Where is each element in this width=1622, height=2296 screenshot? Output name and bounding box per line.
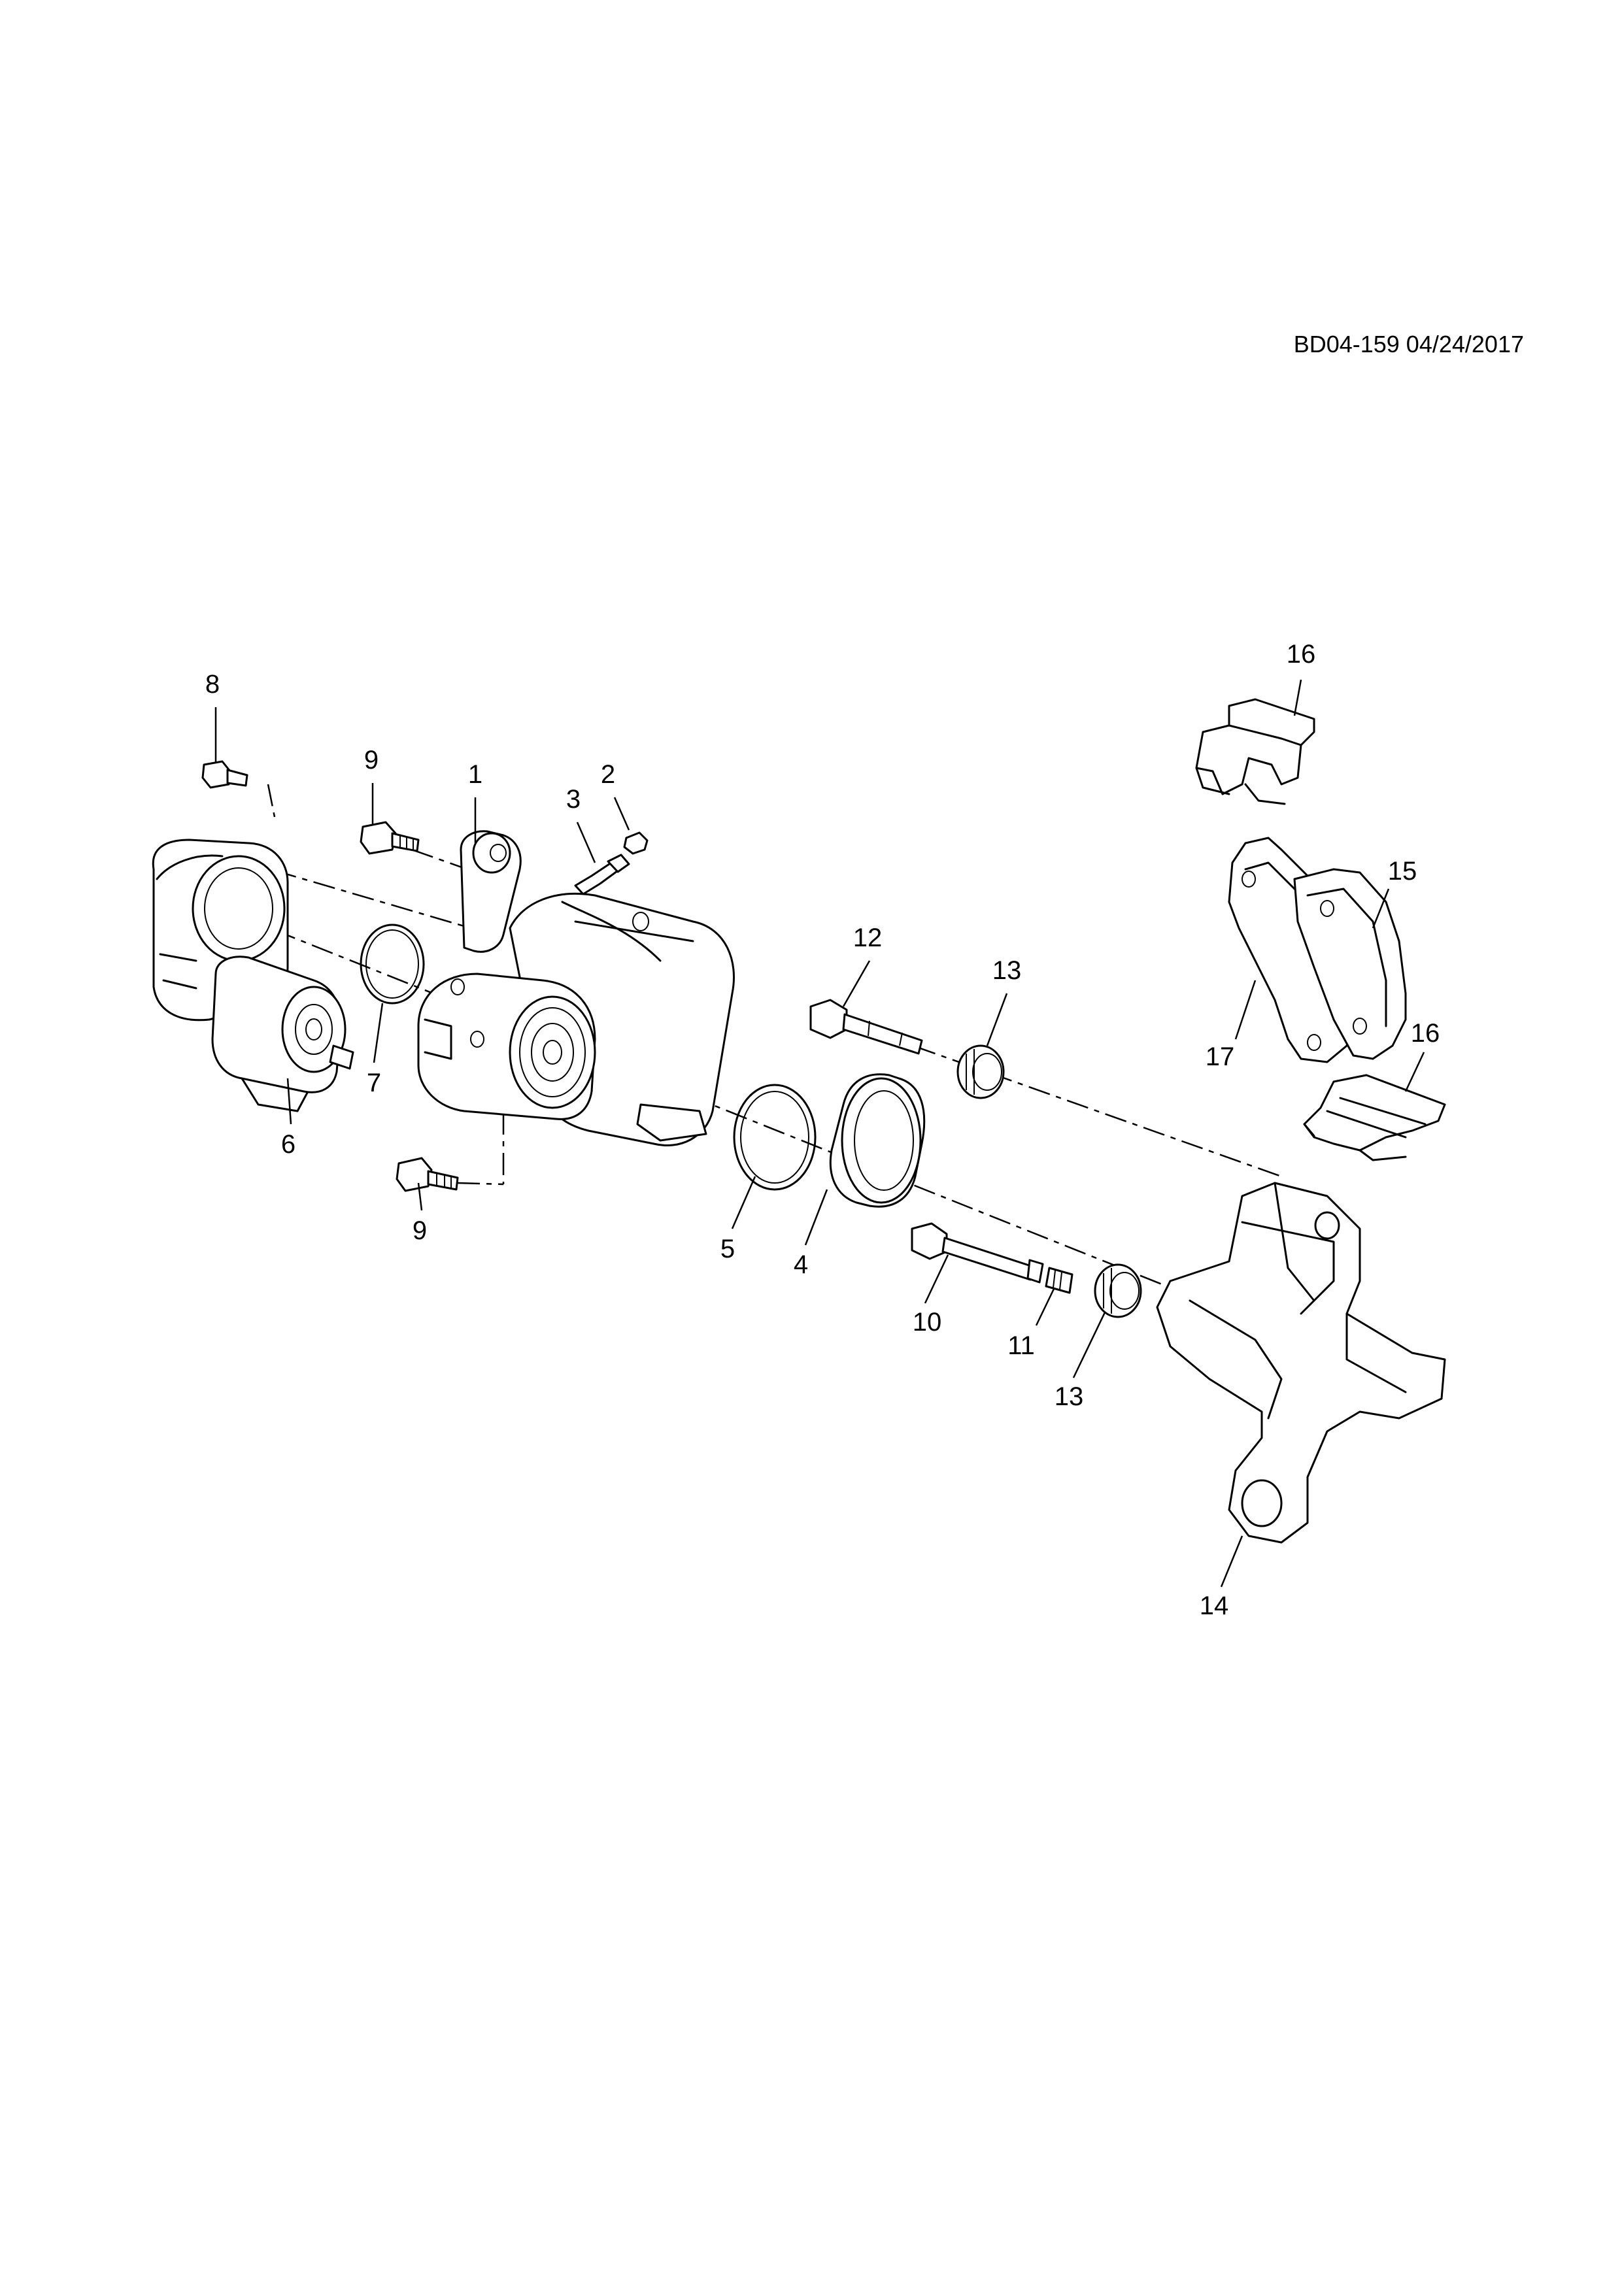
callout-labels: 8 9 1 3 2 12 13 16 15 17 16 6 7 9 5 4 10… bbox=[205, 640, 1440, 1620]
leader-16-upper bbox=[1293, 679, 1302, 716]
leader-15 bbox=[1372, 888, 1390, 929]
callout-13-lower: 13 bbox=[1055, 1382, 1084, 1411]
leader-3 bbox=[576, 822, 596, 863]
callout-14: 14 bbox=[1200, 1591, 1229, 1620]
callout-11: 11 bbox=[1007, 1331, 1035, 1360]
piston-seal bbox=[733, 1084, 817, 1191]
guide-pin-upper bbox=[809, 999, 923, 1055]
callout-12: 12 bbox=[853, 923, 883, 952]
guide-pin-boot-upper bbox=[956, 1044, 1005, 1099]
leader-17 bbox=[1234, 980, 1257, 1040]
callout-16-lower: 16 bbox=[1411, 1019, 1440, 1048]
leader-6 bbox=[286, 1078, 292, 1125]
callout-10: 10 bbox=[913, 1308, 942, 1337]
callout-2: 2 bbox=[601, 760, 615, 789]
callout-4: 4 bbox=[794, 1250, 808, 1279]
callout-1: 1 bbox=[468, 760, 482, 789]
callout-8: 8 bbox=[205, 670, 220, 699]
leader-13-lower bbox=[1072, 1312, 1106, 1378]
callout-leader-lines bbox=[214, 679, 1425, 1588]
guide-pin-lower bbox=[911, 1222, 1044, 1284]
guide-pin-bushing bbox=[1045, 1267, 1073, 1294]
callout-13-upper: 13 bbox=[992, 956, 1022, 985]
piston bbox=[829, 1073, 926, 1208]
caliper-housing bbox=[417, 830, 735, 1147]
leader-2 bbox=[613, 797, 630, 831]
callout-7: 7 bbox=[367, 1069, 381, 1097]
axis-line-bolt-9-upper bbox=[411, 848, 498, 881]
bleeder-valve bbox=[574, 854, 630, 895]
callout-16-upper: 16 bbox=[1287, 640, 1316, 669]
callout-9-lower: 9 bbox=[413, 1216, 427, 1245]
callout-15: 15 bbox=[1388, 857, 1417, 886]
diagram-reference-code: BD04-159 04/24/2017 bbox=[1293, 331, 1524, 358]
actuator-o-ring bbox=[360, 923, 425, 1005]
leader-14 bbox=[1220, 1535, 1243, 1588]
caliper-bracket bbox=[1156, 1182, 1446, 1544]
guide-pin-boot-lower bbox=[1094, 1263, 1142, 1318]
callout-17: 17 bbox=[1206, 1042, 1235, 1071]
pad-clip-upper bbox=[1195, 698, 1315, 805]
pad-clip-lower bbox=[1303, 1074, 1446, 1161]
callout-9-upper: 9 bbox=[364, 746, 379, 774]
parking-brake-actuator-motor bbox=[152, 839, 354, 1112]
actuator-bolt bbox=[201, 760, 248, 789]
leader-12 bbox=[842, 960, 871, 1007]
leader-13-upper bbox=[986, 993, 1008, 1046]
axis-line-pin-upper bbox=[875, 1031, 1282, 1178]
axis-line-actuator bbox=[274, 869, 471, 929]
axis-line-bolt-8 bbox=[267, 784, 276, 818]
axis-line-main bbox=[236, 914, 1236, 1315]
caliper-bolt-lower bbox=[396, 1157, 459, 1192]
leader-16-lower bbox=[1404, 1052, 1425, 1092]
leader-5 bbox=[731, 1176, 756, 1229]
leader-11 bbox=[1035, 1288, 1055, 1326]
bleeder-cap bbox=[623, 831, 649, 855]
leader-10 bbox=[924, 1254, 949, 1304]
callout-6: 6 bbox=[281, 1130, 296, 1159]
callout-5: 5 bbox=[720, 1235, 735, 1263]
callout-3: 3 bbox=[566, 785, 581, 814]
leader-7 bbox=[373, 1003, 384, 1063]
caliper-bolt-upper bbox=[360, 821, 420, 855]
leader-4 bbox=[804, 1189, 828, 1246]
axis-line-bolt-9-lower bbox=[457, 1182, 504, 1186]
leader-9-lower bbox=[417, 1182, 423, 1211]
